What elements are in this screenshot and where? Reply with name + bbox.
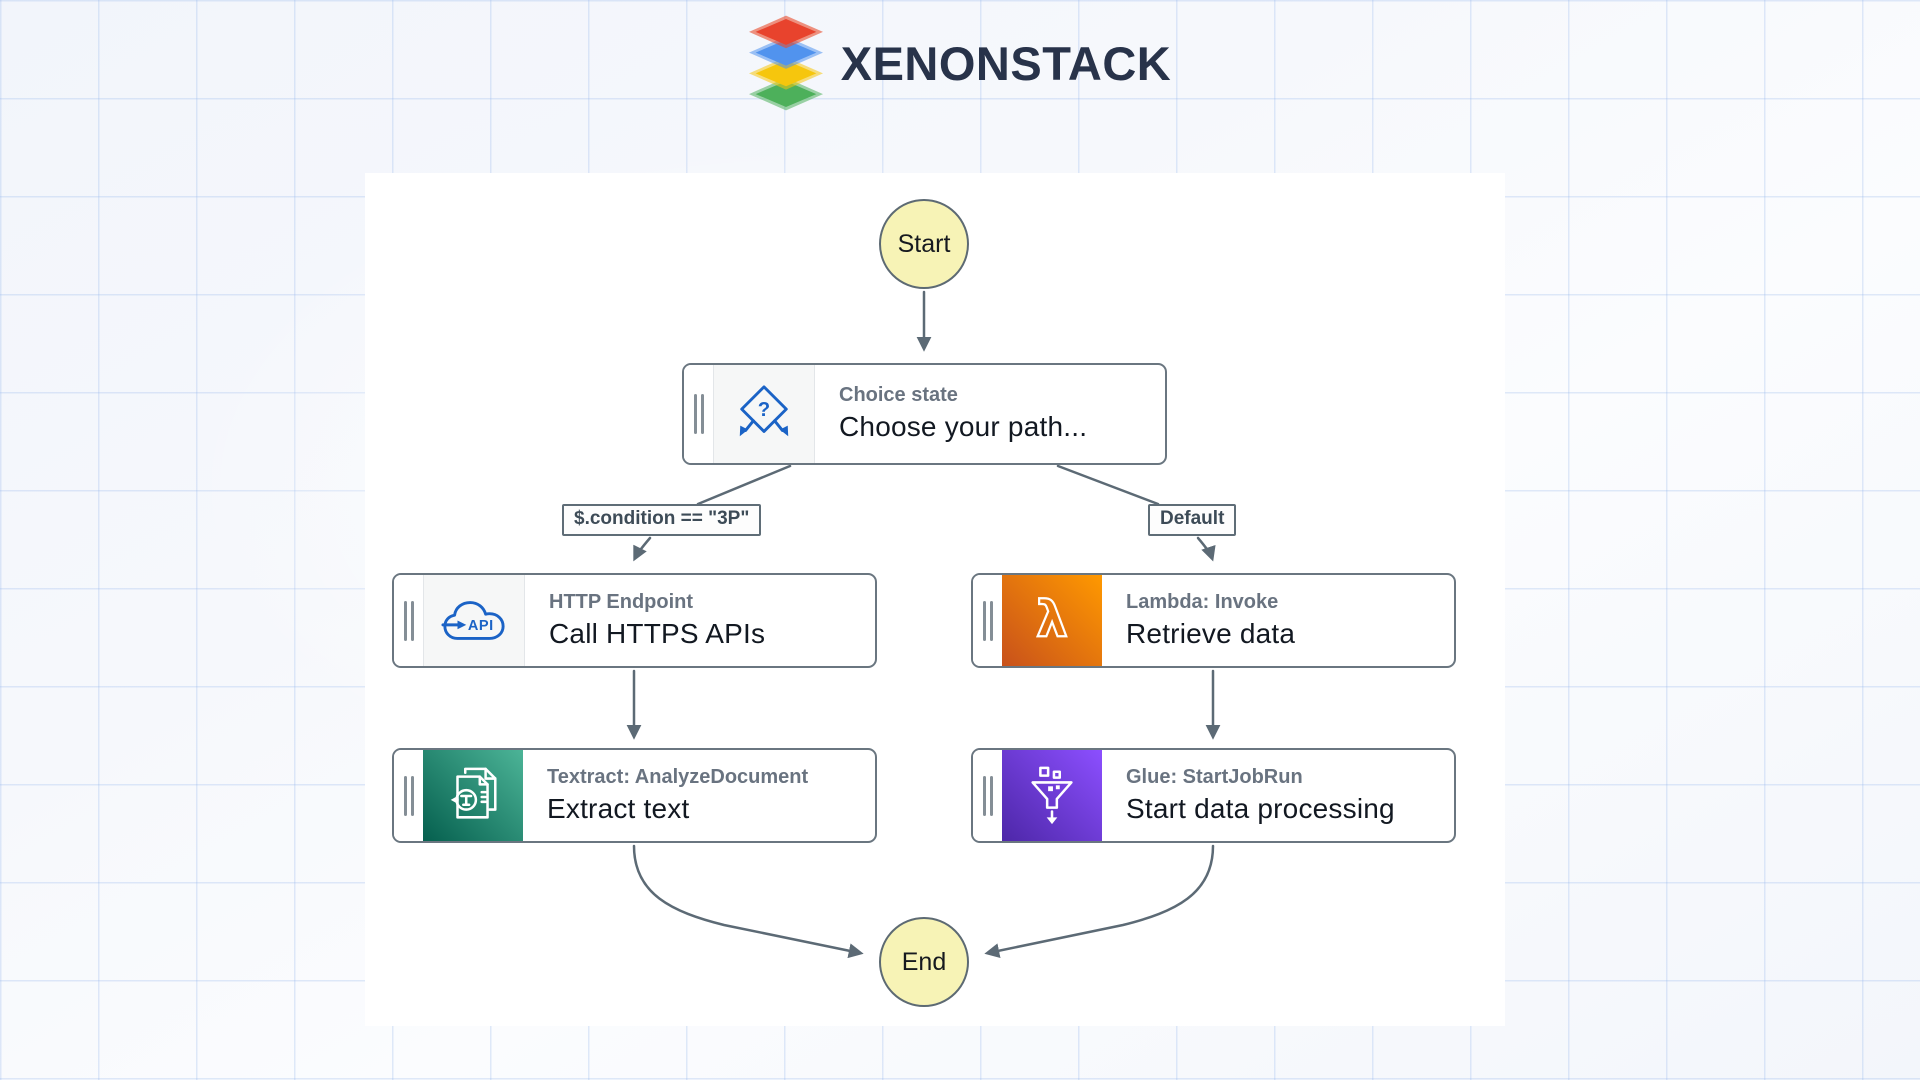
drag-handle-icon[interactable]	[684, 365, 713, 463]
start-node: Start	[879, 199, 969, 289]
textract-card-title: Textract: AnalyzeDocument	[547, 765, 809, 788]
http-card-subtitle: Call HTTPS APIs	[549, 617, 766, 649]
glue-card-title: Glue: StartJobRun	[1126, 765, 1303, 788]
brand-name: XENONSTACK	[840, 36, 1172, 90]
lambda-invoke-card[interactable]: λ Lambda: Invoke Retrieve data	[971, 573, 1456, 668]
textract-analyze-card[interactable]: Textract: AnalyzeDocument Extract text	[392, 748, 877, 843]
start-node-label: Start	[897, 229, 951, 258]
end-node: End	[879, 917, 969, 1007]
svg-text:API: API	[468, 618, 494, 634]
lambda-card-subtitle: Retrieve data	[1126, 617, 1296, 649]
branch-default-label: Default	[1148, 504, 1237, 536]
drag-handle-icon[interactable]	[394, 575, 423, 666]
brand-logo: XENONSTACK	[0, 8, 1920, 118]
drag-handle-icon[interactable]	[973, 750, 1002, 841]
drag-handle-icon[interactable]	[394, 750, 423, 841]
choice-state-title: Choice state	[839, 384, 958, 407]
http-card-title: HTTP Endpoint	[549, 590, 694, 613]
choice-state-subtitle: Choose your path...	[839, 411, 1088, 443]
xenonstack-logo-icon	[748, 15, 823, 111]
svg-text:λ: λ	[1036, 590, 1068, 648]
svg-text:?: ?	[758, 399, 770, 421]
choice-state-card[interactable]: ? Choice state Choose your path...	[682, 363, 1167, 465]
http-endpoint-card[interactable]: API HTTP Endpoint Call HTTPS APIs	[392, 573, 877, 668]
branch-condition-label: $.condition == "3P"	[562, 504, 762, 536]
lambda-icon: λ	[1002, 575, 1102, 666]
textract-card-subtitle: Extract text	[547, 792, 690, 824]
end-node-label: End	[901, 947, 947, 976]
lambda-card-title: Lambda: Invoke	[1126, 590, 1279, 613]
glue-card-subtitle: Start data processing	[1126, 792, 1395, 824]
glue-startjobrun-card[interactable]: Glue: StartJobRun Start data processing	[971, 748, 1456, 843]
http-api-icon: API	[423, 575, 525, 666]
textract-icon	[423, 750, 523, 841]
drag-handle-icon[interactable]	[973, 575, 1002, 666]
glue-icon	[1002, 750, 1102, 841]
choice-state-icon: ?	[713, 365, 815, 463]
